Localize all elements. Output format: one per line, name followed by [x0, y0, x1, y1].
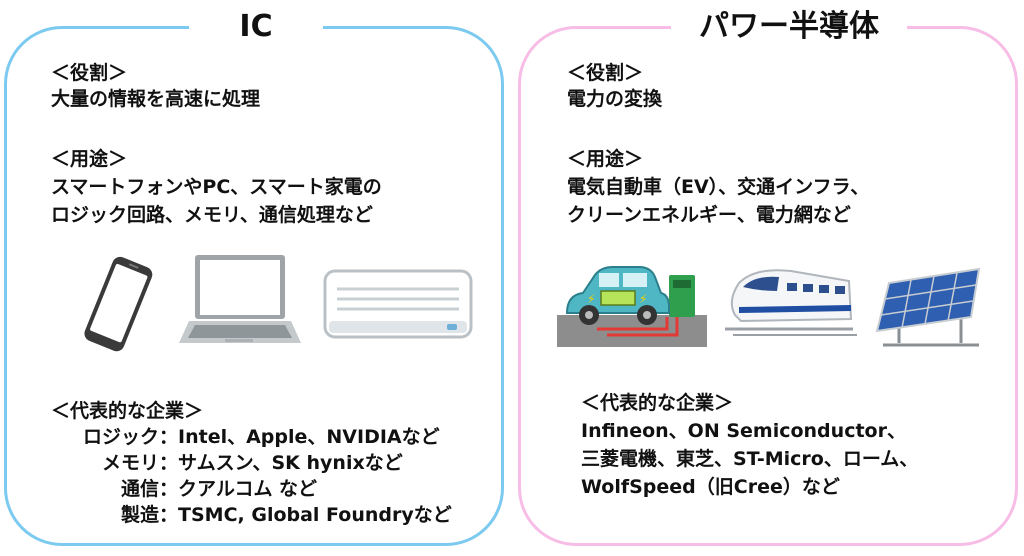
air-conditioner-icon	[323, 269, 473, 339]
power-title: パワー半導体	[671, 5, 907, 49]
ic-company-label: 通信	[120, 478, 159, 500]
ic-company-value: TSMC, Global Foundryなど	[178, 504, 452, 526]
power-companies-line3: WolfSpeed（旧Cree）など	[581, 476, 840, 498]
solar-panel-icon	[875, 267, 981, 347]
ic-company-label: ロジック	[82, 426, 159, 448]
ic-use-line2: ロジック回路、メモリ、通信処理など	[51, 204, 373, 226]
ic-company-sep: ：	[159, 478, 179, 500]
ic-company-row-comm: 通信：クアルコム など	[47, 477, 317, 501]
power-role-text: 電力の変換	[567, 88, 663, 110]
ic-company-row-fab: 製造：TSMC, Global Foundryなど	[47, 503, 452, 527]
ic-company-label: メモリ	[101, 452, 159, 474]
smartphone-icon	[84, 256, 153, 352]
power-use-line2: クリーンエネルギー、電力網など	[567, 204, 851, 226]
ic-company-value: サムスン、SK hynixなど	[178, 452, 403, 474]
ic-company-sep: ：	[159, 504, 179, 526]
bullet-train-icon	[725, 269, 857, 336]
ic-companies-heading: ＜代表的な企業＞	[51, 400, 204, 422]
power-companies-heading: ＜代表的な企業＞	[581, 392, 734, 414]
svg-text:⚡: ⚡	[587, 292, 595, 306]
ic-use-line1: スマートフォンやPC、スマート家電の	[51, 176, 382, 198]
ic-company-value: クアルコム など	[178, 478, 318, 500]
power-panel: パワー半導体 ＜役割＞ 電力の変換 ＜用途＞ 電気自動車（EV）、交通インフラ、…	[518, 5, 1018, 546]
ic-company-sep: ：	[159, 426, 179, 448]
ic-company-row-logic: ロジック：Intel、Apple、NVIDIAなど	[47, 425, 440, 449]
ic-use-heading: ＜用途＞	[51, 148, 128, 170]
ic-role-text: 大量の情報を高速に処理	[51, 88, 261, 110]
ic-company-label: 製造	[120, 504, 159, 526]
ic-company-sep: ：	[159, 452, 179, 474]
ic-company-value: Intel、Apple、NVIDIAなど	[178, 426, 440, 448]
svg-text:⚡: ⚡	[639, 292, 647, 306]
electric-car-icon: ⚡ ⚡	[557, 266, 707, 347]
power-use-heading: ＜用途＞	[567, 148, 644, 170]
power-use-line1: 電気自動車（EV）、交通インフラ、	[567, 176, 870, 198]
power-companies-line1: Infineon、ON Semiconductor、	[581, 420, 906, 442]
ic-panel: IC ＜役割＞ 大量の情報を高速に処理 ＜用途＞ スマートフォンやPC、スマート…	[4, 5, 504, 546]
ic-title: IC	[189, 5, 323, 49]
power-companies-line2: 三菱電機、東芝、ST-Micro、ローム、	[581, 448, 919, 470]
power-role-heading: ＜役割＞	[567, 62, 644, 84]
laptop-icon	[179, 255, 301, 343]
ic-role-heading: ＜役割＞	[51, 62, 128, 84]
ic-company-row-memory: メモリ：サムスン、SK hynixなど	[47, 451, 403, 475]
